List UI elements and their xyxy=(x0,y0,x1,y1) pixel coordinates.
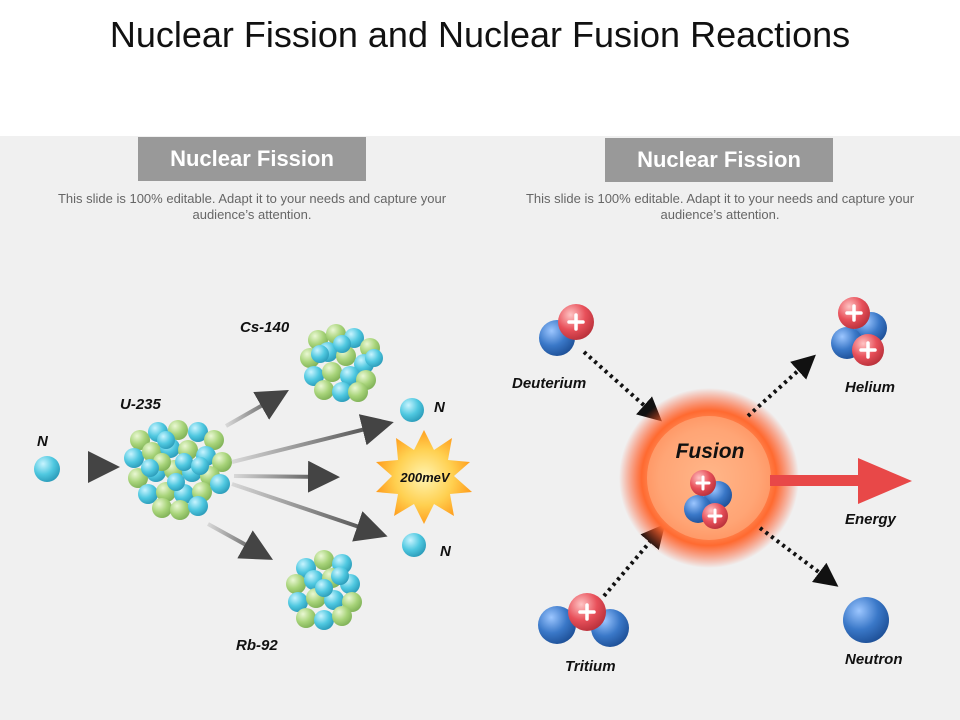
fission-heading: Nuclear Fission xyxy=(138,137,366,181)
rb92-nucleus xyxy=(286,550,362,630)
arrow-to-energy xyxy=(233,460,340,493)
output-neutron-top xyxy=(400,398,424,422)
neutron-label: Neutron xyxy=(845,651,903,668)
u235-nucleus xyxy=(124,420,232,520)
fusion-description: This slide is 100% editable. Adapt it to… xyxy=(525,191,915,222)
tritium-atom xyxy=(538,593,629,647)
fusion-neutron xyxy=(843,597,889,643)
output-neutron-bottom-label: N xyxy=(440,543,452,560)
fusion-particles xyxy=(684,470,732,529)
cs140-label: Cs-140 xyxy=(240,319,290,336)
title-bar: Nuclear Fission and Nuclear Fusion React… xyxy=(0,0,960,136)
arrow-to-neutron-bottom xyxy=(231,482,388,542)
arrow-to-neutron-top xyxy=(231,414,394,464)
tritium-label: Tritium xyxy=(565,658,616,675)
u235-label: U-235 xyxy=(120,396,162,413)
output-neutron-top-label: N xyxy=(434,399,446,416)
energy-burst xyxy=(376,430,472,524)
deuterium-label: Deuterium xyxy=(512,375,586,392)
fission-description: This slide is 100% editable. Adapt it to… xyxy=(57,191,447,222)
fusion-label: Fusion xyxy=(676,440,745,463)
output-neutron-bottom xyxy=(402,533,426,557)
cs140-nucleus xyxy=(300,324,383,402)
rb92-label: Rb-92 xyxy=(236,637,278,654)
incoming-neutron xyxy=(34,456,60,482)
arrow-to-cs140 xyxy=(225,390,289,428)
deuterium-atom xyxy=(539,304,594,356)
energy-arrow xyxy=(770,458,912,504)
fusion-heading: Nuclear Fission xyxy=(605,138,833,182)
page-title: Nuclear Fission and Nuclear Fusion React… xyxy=(109,14,851,55)
fusion-energy-label: Energy xyxy=(845,511,897,528)
incoming-neutron-label: N xyxy=(37,433,49,450)
neutron-dotted-arrow xyxy=(758,526,839,587)
energy-label: 200meV xyxy=(399,470,450,485)
helium-atom xyxy=(831,297,887,366)
arrow-to-rb92 xyxy=(207,522,274,560)
helium-label: Helium xyxy=(845,379,895,396)
deuterium-dotted-arrow xyxy=(582,350,662,422)
